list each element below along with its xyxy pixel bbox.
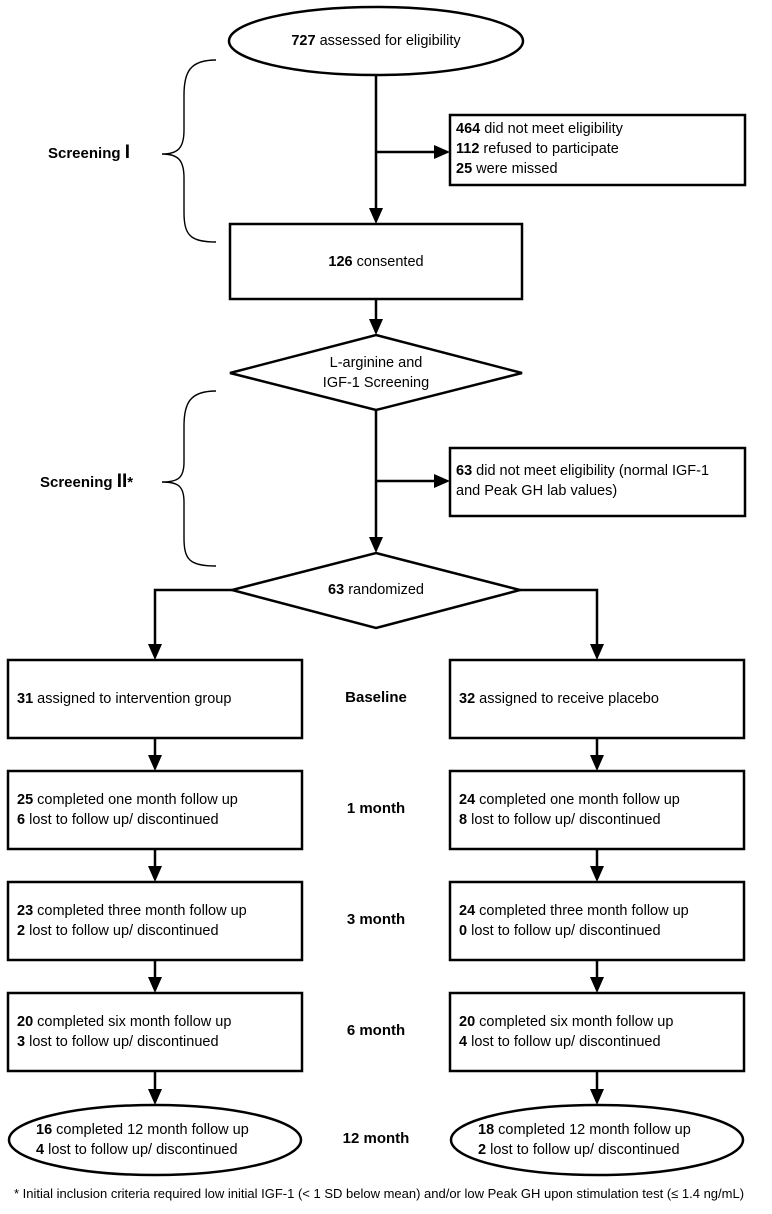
- screening-2-brace: [161, 390, 217, 567]
- excluded-box-2: [448, 446, 747, 518]
- intervention-1-month-text: 25 completed one month follow up 6 lost …: [17, 790, 238, 830]
- stage-6-month-label: 6 month: [346, 1022, 406, 1039]
- arm-line: 24 completed three month follow up: [459, 903, 689, 919]
- arm-line: 24 completed one month follow up: [459, 792, 680, 808]
- excluded-1-line: 25 were missed: [456, 161, 558, 177]
- arm-line: 2 lost to follow up/ discontinued: [17, 923, 219, 939]
- arrowhead: [369, 208, 383, 224]
- arrowhead: [148, 755, 162, 771]
- arm-line: 2 lost to follow up/ discontinued: [478, 1142, 680, 1158]
- arm-line: 18 completed 12 month follow up: [478, 1122, 691, 1138]
- placebo-3-month-text: 24 completed three month follow up 0 los…: [459, 901, 689, 941]
- excluded-1-line: 464 did not meet eligibility: [456, 121, 623, 137]
- arm-line: 4 lost to follow up/ discontinued: [36, 1142, 238, 1158]
- assessed-text: 727 assessed for eligibility: [291, 33, 461, 49]
- connector-line: [153, 588, 232, 644]
- lab-screening-line: IGF-1 Screening: [322, 375, 430, 391]
- arm-line: 8 lost to follow up/ discontinued: [459, 812, 661, 828]
- stage-3-month-label: 3 month: [346, 911, 406, 928]
- excluded-2-line: and Peak GH lab values): [456, 483, 618, 499]
- arrowhead: [590, 1089, 604, 1105]
- placebo-box-baseline: [448, 658, 746, 740]
- arrowhead: [369, 319, 383, 335]
- excluded-2-line: 63 did not meet eligibility (normal IGF-…: [456, 463, 710, 479]
- intervention-box-6-month: [6, 991, 304, 1073]
- excluded-box-1: [448, 113, 747, 187]
- arm-line: 0 lost to follow up/ discontinued: [459, 923, 661, 939]
- arrowhead: [148, 644, 162, 660]
- excluded-1-line: 112 refused to participate: [456, 141, 619, 157]
- stage-baseline-label: Baseline: [345, 689, 407, 706]
- arrowhead: [148, 977, 162, 993]
- arrowhead: [590, 755, 604, 771]
- arrowhead: [590, 644, 604, 660]
- arm-line: 32 assigned to receive placebo: [459, 691, 659, 707]
- arm-line: 6 lost to follow up/ discontinued: [17, 812, 219, 828]
- arm-line: 20 completed six month follow up: [17, 1014, 232, 1030]
- intervention-box-3-month: [6, 880, 304, 962]
- screening-1-label: Screening I: [48, 142, 130, 163]
- arrowhead: [434, 145, 450, 159]
- placebo-box-6-month: [448, 991, 746, 1073]
- screening-1-brace: [161, 59, 217, 243]
- placebo-box-1-month: [448, 769, 746, 851]
- arm-line: 20 completed six month follow up: [459, 1014, 674, 1030]
- intervention-3-month-text: 23 completed three month follow up 2 los…: [17, 901, 247, 941]
- arm-line: 4 lost to follow up/ discontinued: [459, 1034, 661, 1050]
- stage-12-month-label: 12 month: [342, 1130, 410, 1147]
- intervention-box-1-month: [6, 769, 304, 851]
- arrowhead: [148, 1089, 162, 1105]
- arrowhead: [434, 474, 450, 488]
- arrowhead: [590, 977, 604, 993]
- footnote: * Initial inclusion criteria required lo…: [14, 1186, 745, 1201]
- intervention-box-baseline: [6, 658, 304, 740]
- excluded-2-text: 63 did not meet eligibility (normal IGF-…: [456, 461, 709, 501]
- screening-2-label: Screening II*: [40, 471, 134, 492]
- arrowhead: [369, 537, 383, 553]
- arm-line: 31 assigned to intervention group: [17, 691, 232, 707]
- arrowhead: [148, 866, 162, 882]
- arm-line: 16 completed 12 month follow up: [36, 1122, 249, 1138]
- intervention-6-month-text: 20 completed six month follow up 3 lost …: [17, 1012, 231, 1052]
- arm-line: 23 completed three month follow up: [17, 903, 247, 919]
- intervention-baseline-text: 31 assigned to intervention group: [17, 689, 231, 709]
- consented-text: 126 consented: [328, 254, 424, 270]
- stage-1-month-label: 1 month: [346, 800, 406, 817]
- lab-screening-text: L-arginine and IGF-1 Screening: [230, 353, 522, 393]
- placebo-baseline-text: 32 assigned to receive placebo: [459, 689, 659, 709]
- connector-line: [520, 588, 599, 644]
- arrowhead: [590, 866, 604, 882]
- placebo-12-month-text: 18 completed 12 month follow up 2 lost t…: [478, 1120, 691, 1160]
- placebo-6-month-text: 20 completed six month follow up 4 lost …: [459, 1012, 673, 1052]
- lab-screening-line: L-arginine and: [329, 355, 423, 371]
- arm-line: 3 lost to follow up/ discontinued: [17, 1034, 219, 1050]
- intervention-12-month-text: 16 completed 12 month follow up 4 lost t…: [36, 1120, 249, 1160]
- randomized-text: 63 randomized: [328, 582, 424, 598]
- randomized-diamond: [227, 551, 525, 630]
- excluded-1-text: 464 did not meet eligibility 112 refused…: [456, 119, 623, 179]
- arm-line: 25 completed one month follow up: [17, 792, 238, 808]
- placebo-1-month-text: 24 completed one month follow up 8 lost …: [459, 790, 680, 830]
